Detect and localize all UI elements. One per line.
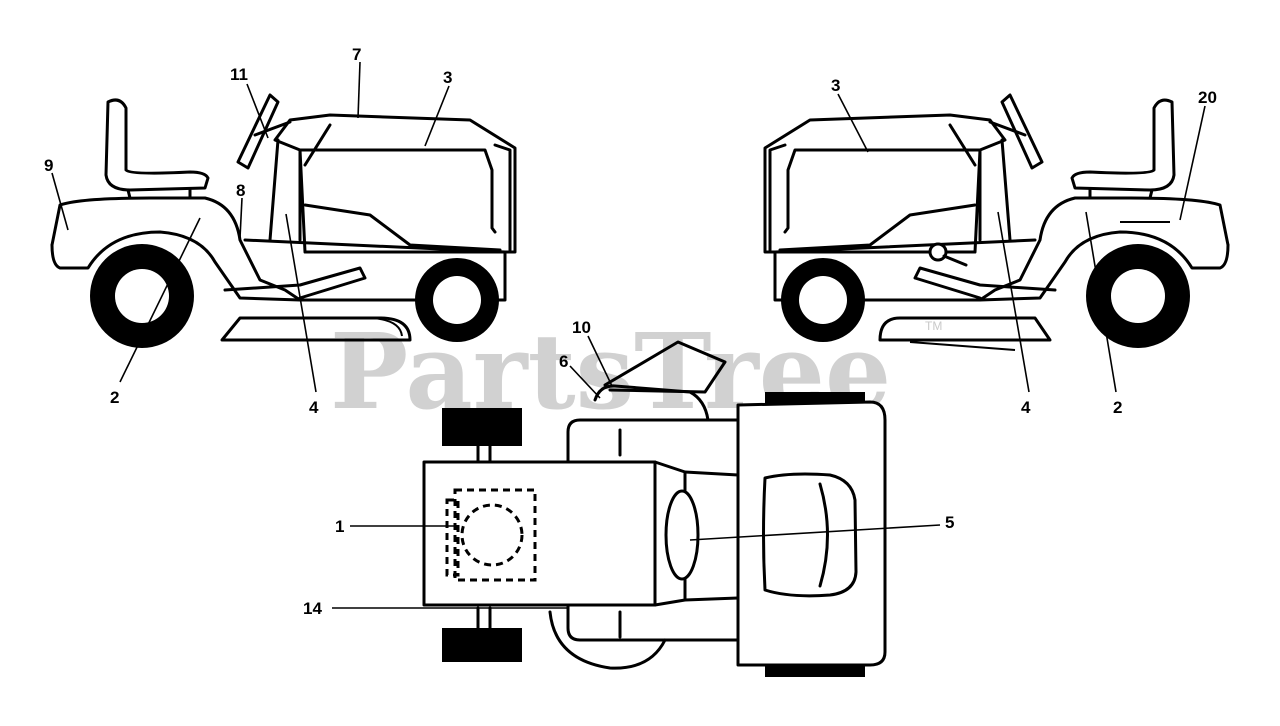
callout-5: 5 <box>945 513 954 532</box>
callout-4-left: 4 <box>309 398 319 417</box>
callout-6: 6 <box>559 352 568 371</box>
callout-11: 11 <box>230 65 248 84</box>
callout-8: 8 <box>236 181 245 200</box>
callout-3-left: 3 <box>443 68 452 87</box>
callout-9: 9 <box>44 156 53 175</box>
callout-4-right: 4 <box>1021 398 1031 417</box>
tractor-left-side-view <box>50 93 517 348</box>
callout-14: 14 <box>303 599 322 618</box>
callout-labels: 7 3 11 8 9 2 4 3 20 4 2 10 6 1 5 14 <box>44 45 1217 618</box>
callout-7: 7 <box>352 45 361 64</box>
watermark-trademark: TM <box>925 319 942 333</box>
tractor-right-side-view <box>763 93 1230 351</box>
callout-20: 20 <box>1198 88 1217 107</box>
callout-1: 1 <box>335 517 344 536</box>
leader-lines <box>51 61 1206 609</box>
tractor-top-view <box>422 340 887 677</box>
callout-3-right: 3 <box>831 76 840 95</box>
callout-2-left: 2 <box>110 388 119 407</box>
callout-10: 10 <box>572 318 591 337</box>
callout-2-right: 2 <box>1113 398 1122 417</box>
